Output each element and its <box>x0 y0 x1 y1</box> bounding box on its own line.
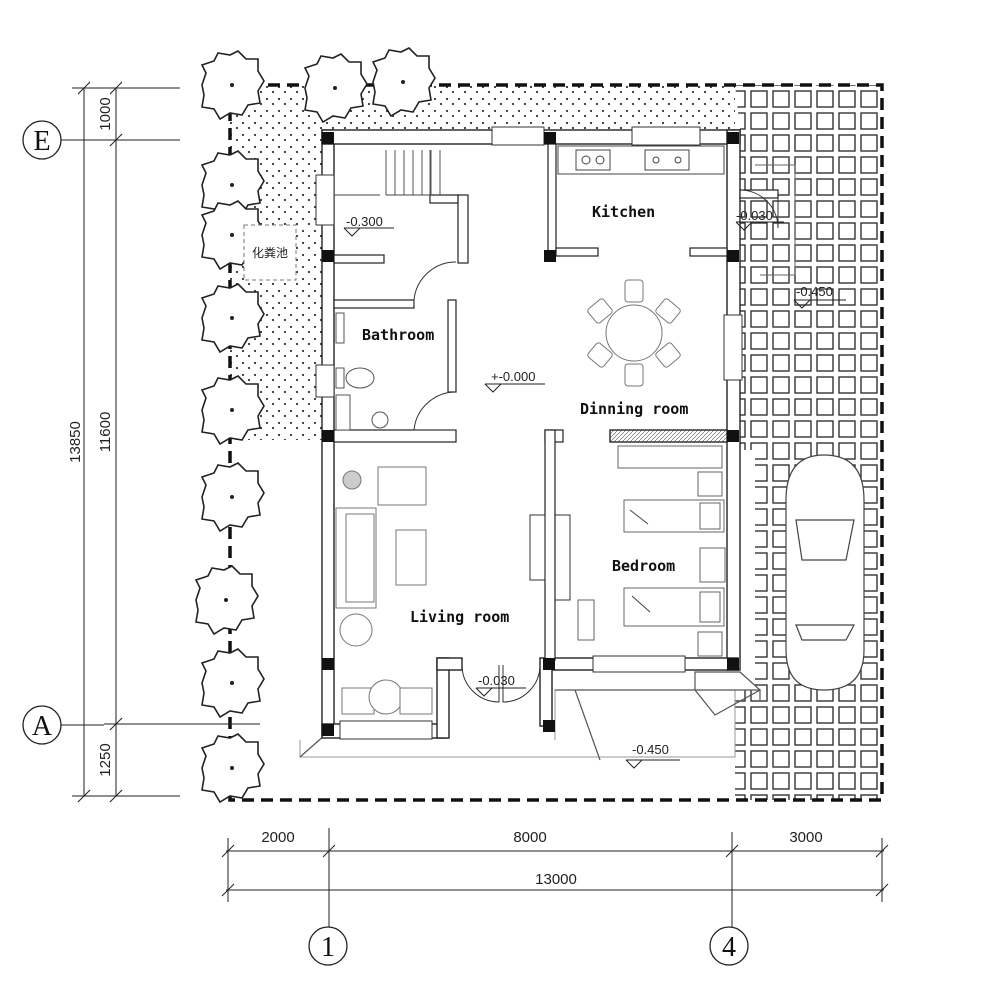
septic-tank-label: 化粪池 <box>252 246 288 260</box>
level-kitchen-door: -0.030 <box>736 208 773 223</box>
vertical-dimensions <box>72 81 260 803</box>
dim-horizontal-left: 2000 <box>261 829 294 846</box>
level-hall: +-0.000 <box>491 369 535 384</box>
septic-tank: 化粪池 <box>243 224 297 281</box>
bathroom-label: Bathroom <box>362 326 434 344</box>
doors <box>413 164 796 703</box>
dining-room-label: Dinning room <box>580 400 688 418</box>
bathroom-fixtures <box>335 312 389 431</box>
dim-horizontal-total: 13000 <box>535 871 577 888</box>
bedroom-furniture <box>577 445 726 657</box>
living-room-label: Living room <box>410 608 509 626</box>
kitchen-label: Kitchen <box>592 203 655 221</box>
axis-row-bottom: A <box>32 711 53 742</box>
horizontal-dimensions <box>221 828 889 928</box>
level-marks: -0.300 +-0.000 -0.030 -0.450 -0.030 -0.4… <box>343 208 846 769</box>
car <box>785 454 865 691</box>
dim-vertical-total: 13850 <box>67 421 84 463</box>
axis-col-right: 4 <box>722 932 736 963</box>
kitchen-fixtures <box>557 145 725 175</box>
level-entry: -0.030 <box>478 673 515 688</box>
dim-vertical-mid: 11600 <box>97 412 114 453</box>
dim-horizontal-mid: 8000 <box>513 829 546 846</box>
room-labels: Kitchen Bathroom Dinning room Bedroom Li… <box>362 203 688 626</box>
dim-horizontal-right: 3000 <box>789 829 822 846</box>
property-boundary <box>228 83 884 802</box>
dim-vertical-top: 1000 <box>97 97 114 130</box>
axis-col-left: 1 <box>321 932 335 963</box>
dim-vertical-bottom: 1250 <box>97 743 114 776</box>
axis-row-top: E <box>33 126 50 157</box>
front-yard-outline <box>299 689 736 758</box>
living-room-furniture <box>335 466 433 715</box>
level-yard: -0.450 <box>632 742 669 757</box>
front-steps <box>299 671 762 761</box>
bedroom-label: Bedroom <box>612 557 675 575</box>
dining-table <box>587 279 681 387</box>
windows <box>315 126 743 740</box>
level-stair: -0.300 <box>346 214 383 229</box>
axis-markers: E A 1 4 <box>22 120 749 966</box>
staircase <box>334 150 441 196</box>
level-parking: -0.450 <box>796 284 833 299</box>
